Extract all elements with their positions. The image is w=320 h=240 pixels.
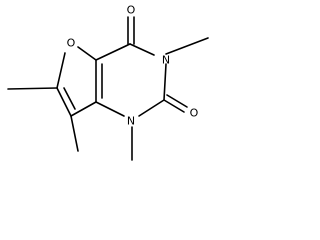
atom-label-o-furan: O <box>67 37 76 50</box>
atom-label-n-lower: N <box>127 115 135 128</box>
bond-c2-o <box>56 52 66 89</box>
bond-c7-n6 <box>129 43 155 56</box>
bond-c3-c2-inner <box>63 87 76 110</box>
bond-c5-o-lower <box>163 99 185 113</box>
bond-n6-methyl <box>165 37 209 55</box>
molecule-structure: O O N O N <box>7 4 209 161</box>
bond-n4-c4a <box>95 101 125 117</box>
atom-label-n-upper: N <box>162 54 170 67</box>
bond-c2-methyl <box>7 87 58 90</box>
atom-label-o-lower: O <box>190 107 199 120</box>
bond-c3-methyl <box>70 115 79 152</box>
bond-c5-o-lower-double <box>166 94 188 108</box>
bond-c4a-c3 <box>70 101 97 117</box>
bond-n6-c5 <box>163 63 167 101</box>
atom-label-o-upper: O <box>127 4 136 17</box>
bond-c5-n4 <box>138 99 165 117</box>
bond-o-c7a <box>77 46 97 61</box>
bond-c3-c2 <box>56 87 72 117</box>
bond-c7a-c7 <box>95 43 131 61</box>
